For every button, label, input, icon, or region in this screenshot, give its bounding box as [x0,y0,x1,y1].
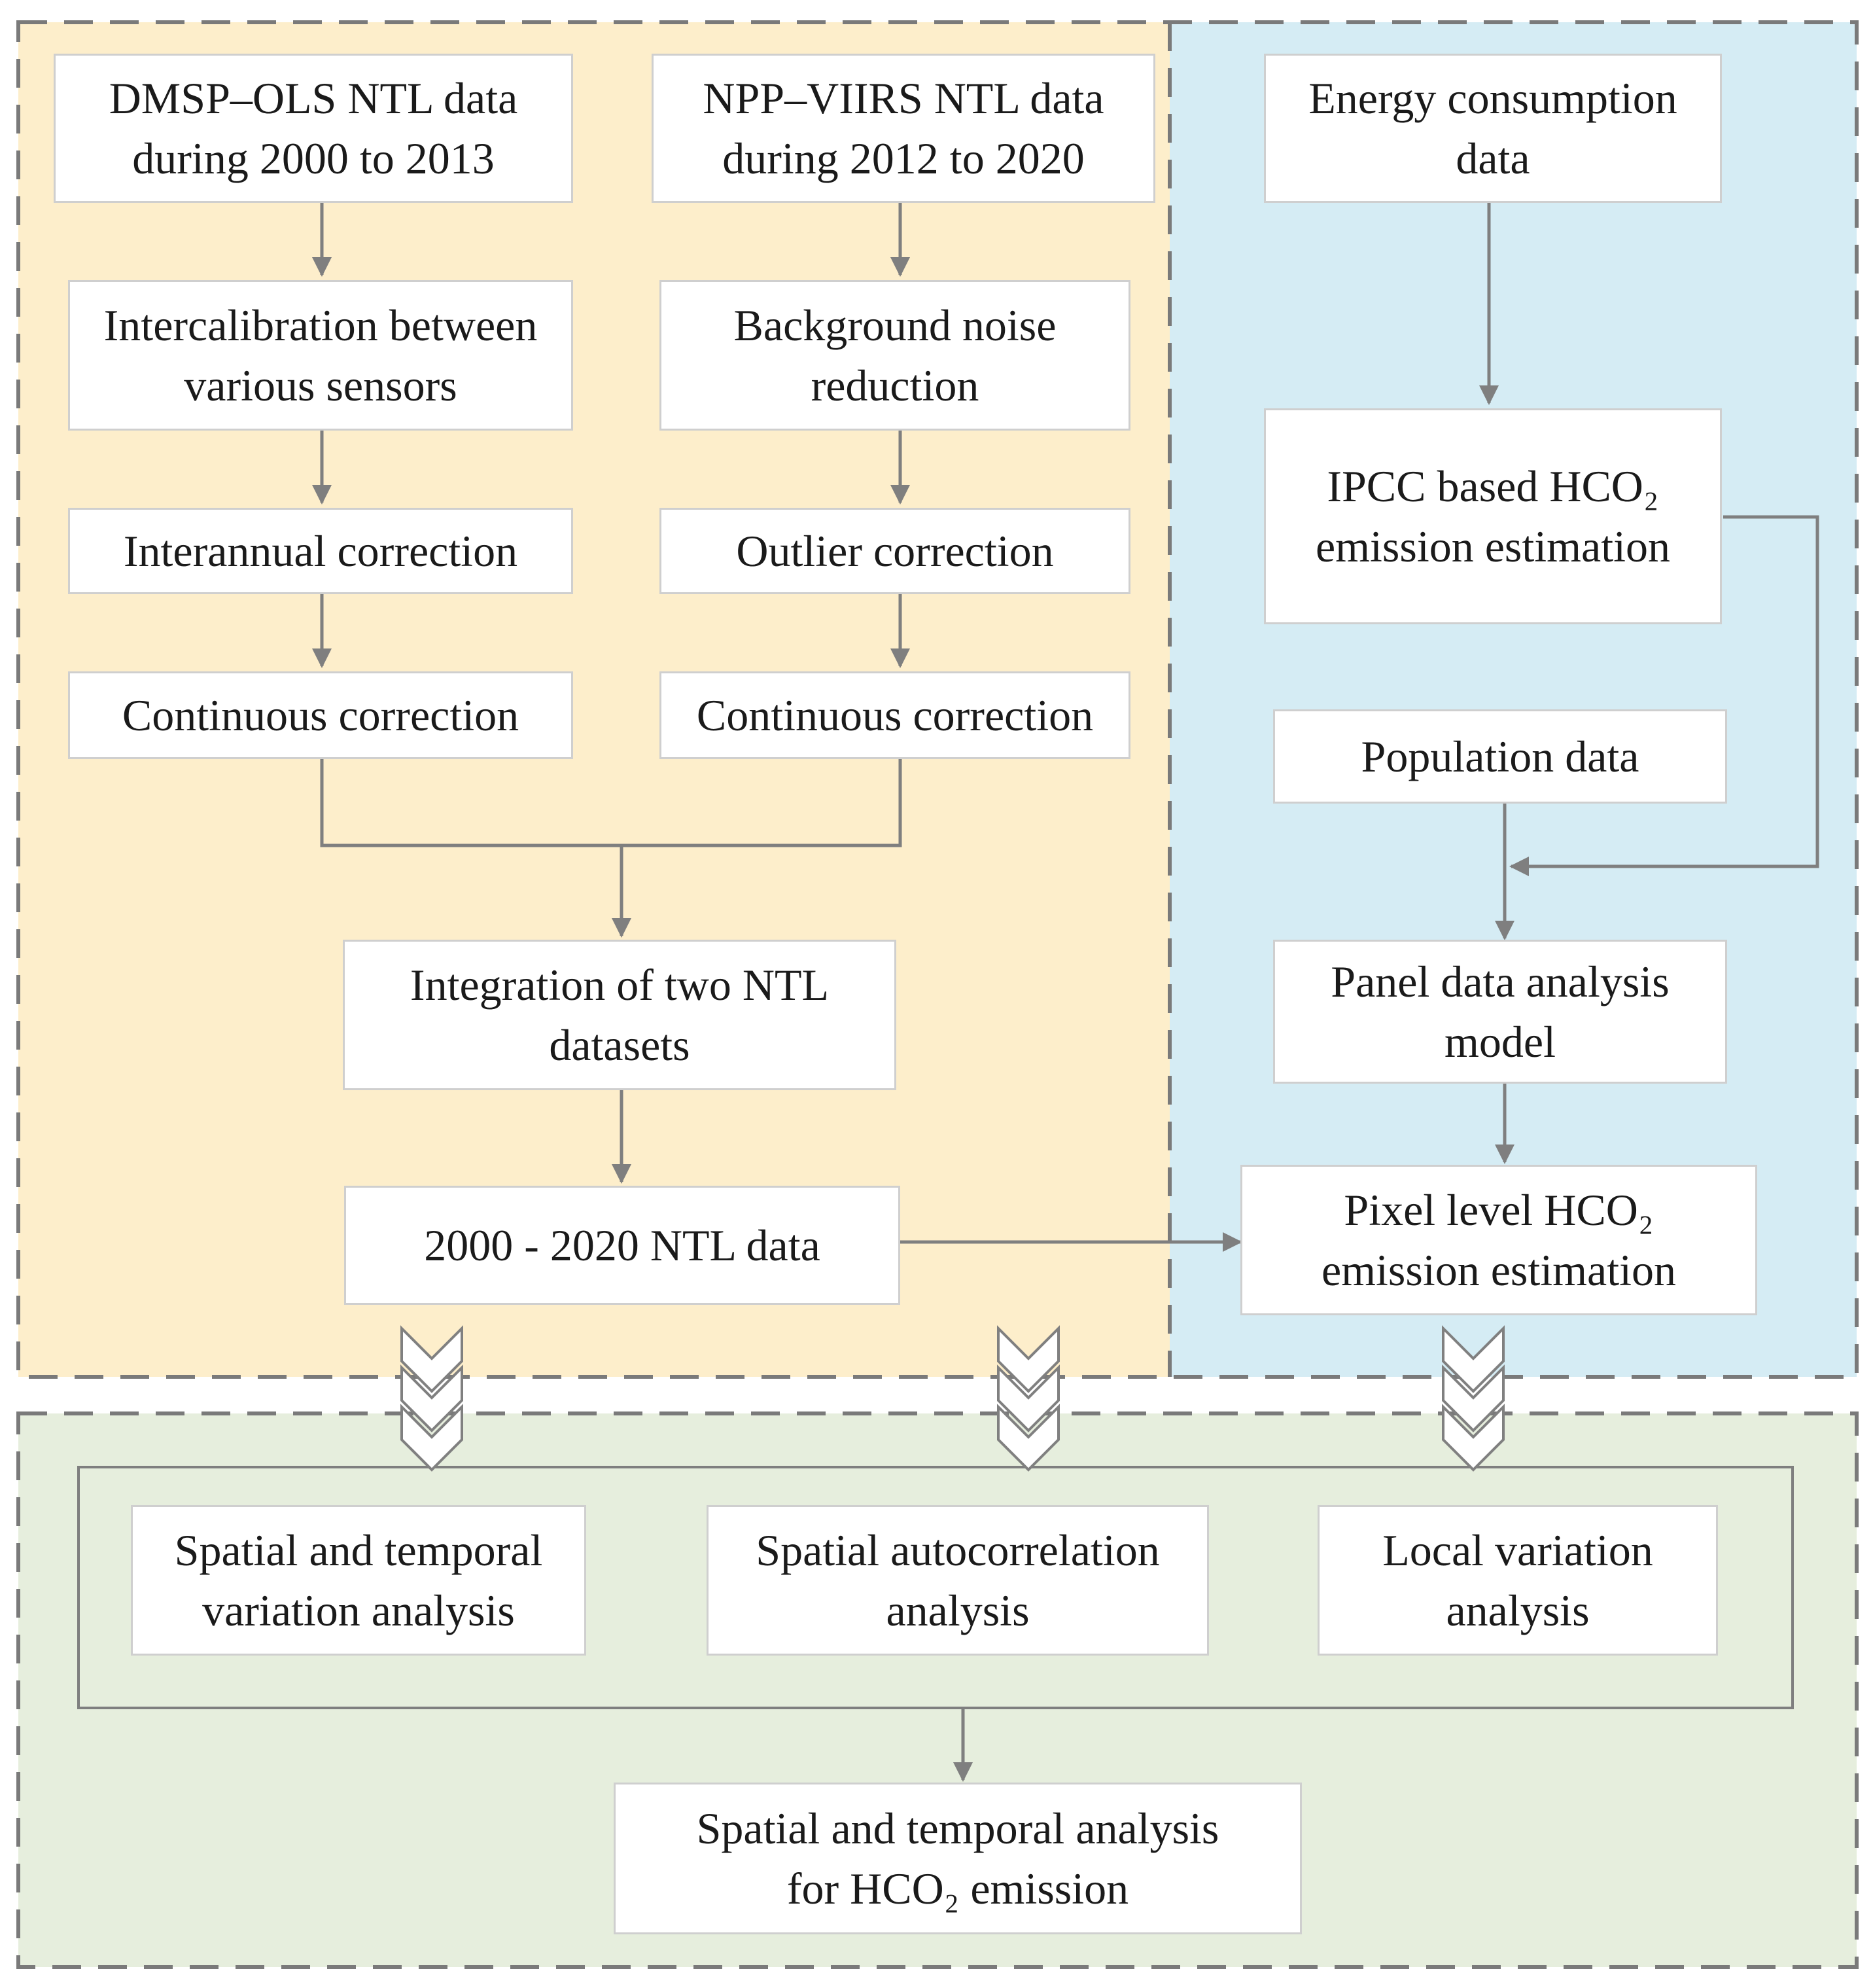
node-local-variation: Local variation analysis [1318,1505,1718,1656]
node-ipcc-emission-estimation: IPCC based HCO₂ emission estimation [1264,408,1722,624]
region-outer-top-border [16,20,1859,1379]
chevron-stack-right [1442,1325,1505,1472]
node-spatial-autocorrelation: Spatial autocorrelation analysis [707,1505,1209,1656]
chevron-stack-left [400,1325,463,1472]
node-integration-two-ntl: Integration of two NTL datasets [343,940,896,1090]
node-ntl-2000-2020: 2000 - 2020 NTL data [344,1186,900,1305]
connector-ipcc-to-panel [1509,515,1819,876]
node-spatial-temporal-variation: Spatial and temporal variation analysis [131,1505,586,1656]
node-npp-viirs-data: NPP–VIIRS NTL data during 2012 to 2020 [652,54,1155,203]
node-pixel-level-emission: Pixel level HCO₂ emission estimation [1240,1165,1757,1315]
node-energy-consumption-data: Energy consumption data [1264,54,1722,203]
analysis-group-frame [77,1466,1794,1709]
node-intercalibration: Intercalibration between various sensors [68,280,573,431]
node-dmsp-ols-data: DMSP–OLS NTL data during 2000 to 2013 [54,54,573,203]
node-continuous-correction-right: Continuous correction [659,671,1130,759]
node-background-noise-reduction: Background noise reduction [659,280,1130,431]
node-continuous-correction-left: Continuous correction [68,671,573,759]
connector-merge-cont [320,759,902,847]
node-panel-data-model: Panel data analysis model [1273,940,1727,1084]
node-final-hco2-analysis: Spatial and temporal analysis for HCO₂ e… [614,1783,1302,1934]
chevron-stack-middle [997,1325,1060,1472]
node-population-data: Population data [1273,709,1727,804]
node-interannual-correction: Interannual correction [68,508,573,594]
node-outlier-correction: Outlier correction [659,508,1130,594]
